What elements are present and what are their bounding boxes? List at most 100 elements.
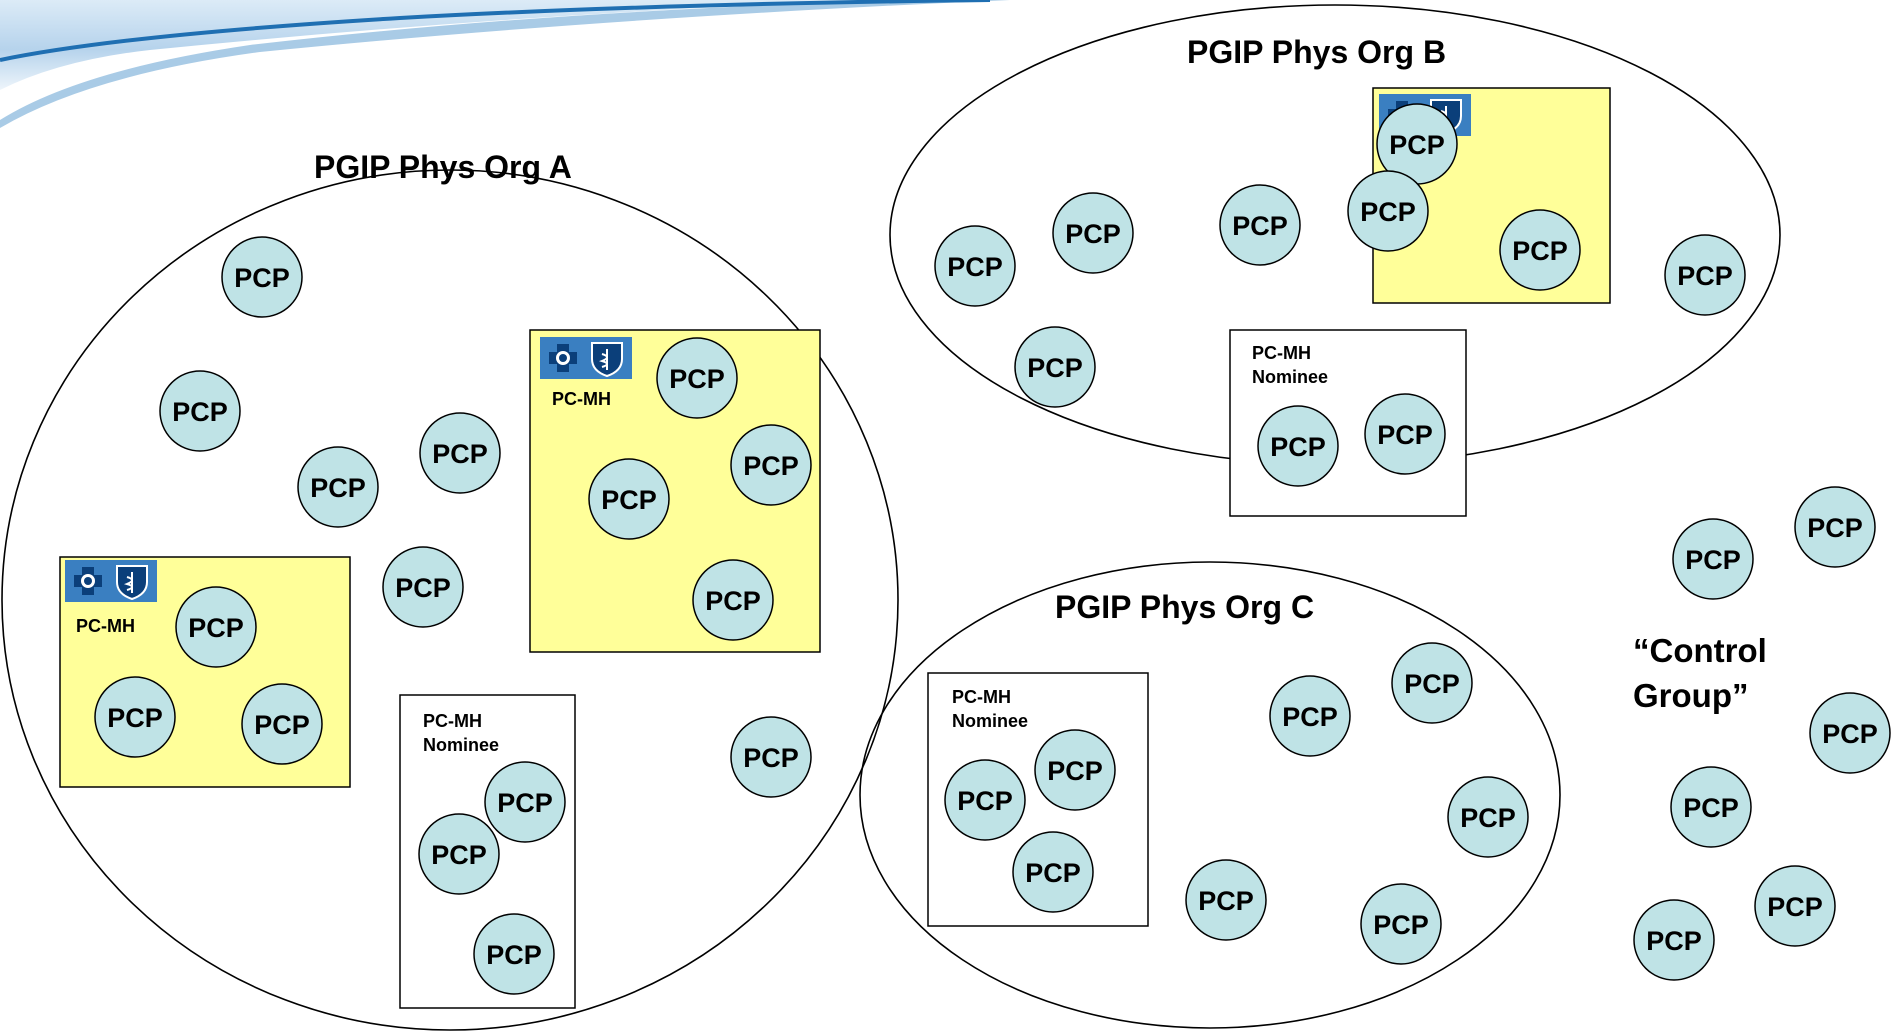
pcp-label: PCP bbox=[1683, 793, 1739, 823]
org-c-ellipse bbox=[859, 561, 1561, 1029]
pcp-node: PCP bbox=[1809, 692, 1891, 774]
pcp-node: PCP bbox=[1376, 103, 1458, 185]
pcp-label: PCP bbox=[254, 710, 310, 740]
control-group-label: “Control Group” bbox=[1633, 632, 1776, 714]
pcp-circle bbox=[1014, 326, 1096, 408]
nominee-label-line2: Nominee bbox=[1252, 367, 1328, 387]
pcp-node: PCP bbox=[944, 759, 1026, 841]
pcmh-label: PC-MH bbox=[552, 389, 611, 409]
pcp-node: PCP bbox=[588, 458, 670, 540]
pcp-label: PCP bbox=[1377, 420, 1433, 450]
org-a-ellipse bbox=[1, 169, 899, 1031]
pcp-label: PCP bbox=[310, 473, 366, 503]
pcp-node: PCP bbox=[1347, 170, 1429, 252]
pcp-label: PCP bbox=[743, 451, 799, 481]
pcp-label: PCP bbox=[1282, 702, 1338, 732]
pcp-node: PCP bbox=[1360, 883, 1442, 965]
nominee-label-line1: PC-MH bbox=[423, 711, 482, 731]
blue-cross-logo-icon bbox=[74, 567, 102, 595]
pcp-node: PCP bbox=[730, 424, 812, 506]
pcp-label: PCP bbox=[1767, 892, 1823, 922]
nominee-label: PC-MH Nominee bbox=[952, 687, 1028, 731]
pcp-circle bbox=[1185, 859, 1267, 941]
header-swoosh-banner bbox=[0, 0, 1010, 128]
pcp-node: PCP bbox=[1052, 192, 1134, 274]
pcp-node: PCP bbox=[1499, 209, 1581, 291]
pcp-node: PCP bbox=[1269, 675, 1351, 757]
pcp-node: PCP bbox=[94, 676, 176, 758]
pcp-label: PCP bbox=[1685, 545, 1741, 575]
pcp-label: PCP bbox=[188, 613, 244, 643]
pcp-circle bbox=[1360, 883, 1442, 965]
pcp-circle bbox=[1809, 692, 1891, 774]
pcp-node: PCP bbox=[382, 546, 464, 628]
control-group-line2: Group” bbox=[1633, 677, 1748, 714]
pcp-node: PCP bbox=[1219, 184, 1301, 266]
nominee-label-line2: Nominee bbox=[423, 735, 499, 755]
pcp-node: PCP bbox=[1185, 859, 1267, 941]
nominee-label-line1: PC-MH bbox=[1252, 343, 1311, 363]
pcp-circle bbox=[1672, 518, 1754, 600]
pcp-circle bbox=[588, 458, 670, 540]
pcp-label: PCP bbox=[1270, 432, 1326, 462]
pcp-node: PCP bbox=[1447, 776, 1529, 858]
pcp-circle bbox=[1012, 831, 1094, 913]
pcp-circle bbox=[94, 676, 176, 758]
pcp-label: PCP bbox=[107, 703, 163, 733]
pcp-circle bbox=[1257, 405, 1339, 487]
nominee-label-line1: PC-MH bbox=[952, 687, 1011, 707]
pcp-node: PCP bbox=[159, 370, 241, 452]
nominee-label: PC-MH Nominee bbox=[1252, 343, 1328, 387]
pcp-circle bbox=[1219, 184, 1301, 266]
pcp-label: PCP bbox=[497, 788, 553, 818]
pcp-circle bbox=[221, 236, 303, 318]
pcp-circle bbox=[1269, 675, 1351, 757]
pcp-circle bbox=[382, 546, 464, 628]
pcp-circle bbox=[1347, 170, 1429, 252]
pcp-label: PCP bbox=[395, 573, 451, 603]
pcp-node: PCP bbox=[1672, 518, 1754, 600]
pcp-label: PCP bbox=[431, 840, 487, 870]
pcp-circle bbox=[418, 813, 500, 895]
pcp-circle bbox=[730, 716, 812, 798]
nominee-label-line2: Nominee bbox=[952, 711, 1028, 731]
pcp-node: PCP bbox=[419, 412, 501, 494]
pcp-circle bbox=[241, 683, 323, 765]
org-c-title: PGIP Phys Org C bbox=[1055, 589, 1314, 625]
pcp-label: PCP bbox=[1047, 756, 1103, 786]
pcp-node: PCP bbox=[1794, 486, 1876, 568]
pcp-label: PCP bbox=[601, 485, 657, 515]
pcp-circle bbox=[730, 424, 812, 506]
pcp-circle bbox=[1364, 393, 1446, 475]
pcp-label: PCP bbox=[1198, 886, 1254, 916]
pcp-circle bbox=[944, 759, 1026, 841]
pcp-node: PCP bbox=[1034, 729, 1116, 811]
pcp-circle bbox=[175, 586, 257, 668]
blue-shield-logo-icon bbox=[591, 342, 623, 378]
pcp-node: PCP bbox=[297, 446, 379, 528]
pcp-label: PCP bbox=[1807, 513, 1863, 543]
pcp-label: PCP bbox=[1677, 261, 1733, 291]
pcp-label: PCP bbox=[1232, 211, 1288, 241]
pcp-circle bbox=[484, 761, 566, 843]
pcp-circle bbox=[473, 913, 555, 995]
pcp-label: PCP bbox=[1373, 910, 1429, 940]
pcp-label: PCP bbox=[1027, 353, 1083, 383]
control-group-line1: “Control bbox=[1633, 632, 1767, 669]
pcp-circle bbox=[1754, 865, 1836, 947]
pcp-label: PCP bbox=[432, 439, 488, 469]
pcp-node: PCP bbox=[221, 236, 303, 318]
pcp-label: PCP bbox=[957, 786, 1013, 816]
pcp-circle bbox=[1034, 729, 1116, 811]
pcp-node: PCP bbox=[241, 683, 323, 765]
pcp-label: PCP bbox=[1389, 130, 1445, 160]
pcp-node: PCP bbox=[1364, 393, 1446, 475]
pcp-label: PCP bbox=[486, 940, 542, 970]
pcp-circle bbox=[1052, 192, 1134, 274]
pcp-node: PCP bbox=[1257, 405, 1339, 487]
pcp-node: PCP bbox=[1670, 766, 1752, 848]
pcp-circle bbox=[1794, 486, 1876, 568]
blue-cross-logo-icon bbox=[549, 344, 577, 372]
